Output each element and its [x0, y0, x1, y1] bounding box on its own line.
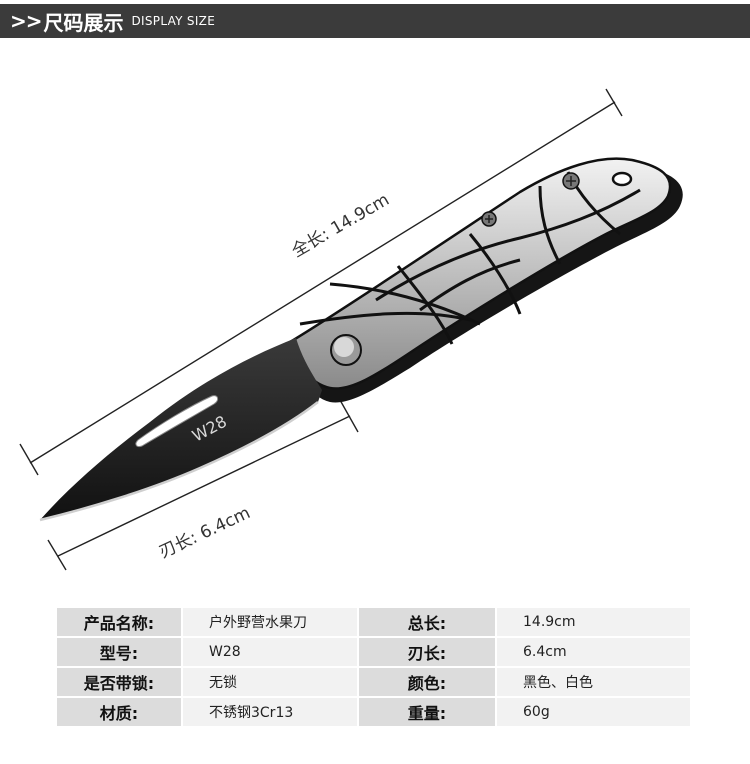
- blade-edge: [39, 401, 319, 522]
- spec-label: 颜色:: [359, 668, 495, 696]
- spec-value: 6.4cm: [497, 638, 690, 666]
- header-arrows: >>: [10, 9, 43, 33]
- spec-label: 产品名称:: [57, 608, 181, 636]
- knife-blade: [40, 338, 322, 520]
- header-title-en: DISPLAY SIZE: [131, 14, 216, 28]
- table-row: 是否带锁: 无锁 颜色: 黑色、白色: [57, 668, 690, 696]
- product-image-area: W28 全长: 14.9cm 刃长: 6.4cm: [0, 38, 750, 598]
- spec-value: 黑色、白色: [497, 668, 690, 696]
- table-row: 材质: 不锈钢3Cr13 重量: 60g: [57, 698, 690, 726]
- handle-web-pattern: [299, 171, 641, 345]
- spec-value: W28: [183, 638, 357, 666]
- spec-label: 是否带锁:: [57, 668, 181, 696]
- pivot-screw: [330, 334, 362, 366]
- handle-screw: [562, 172, 580, 190]
- blade-cutout: [135, 395, 219, 447]
- spec-label: 型号:: [57, 638, 181, 666]
- spec-value: 14.9cm: [497, 608, 690, 636]
- header-title-cn: 尺码展示: [43, 10, 124, 35]
- spec-value: 户外野营水果刀: [183, 608, 357, 636]
- knife-illustration: W28: [19, 88, 683, 571]
- total-length-dimension: [19, 88, 623, 476]
- handle-screw: [481, 211, 497, 227]
- spec-table: 产品名称: 户外野营水果刀 总长: 14.9cm 型号: W28 刃长: 6.4…: [57, 606, 690, 728]
- lanyard-hole: [611, 171, 633, 187]
- spec-label: 总长:: [359, 608, 495, 636]
- table-row: 型号: W28 刃长: 6.4cm: [57, 638, 690, 666]
- spec-value: 不锈钢3Cr13: [183, 698, 357, 726]
- table-row: 产品名称: 户外野营水果刀 总长: 14.9cm: [57, 608, 690, 636]
- spec-label: 材质:: [57, 698, 181, 726]
- spec-value: 60g: [497, 698, 690, 726]
- spec-label: 刃长:: [359, 638, 495, 666]
- blade-length-dimension: [47, 399, 359, 571]
- section-header: >> 尺码展示 DISPLAY SIZE: [0, 4, 750, 38]
- spec-label: 重量:: [359, 698, 495, 726]
- spec-value: 无锁: [183, 668, 357, 696]
